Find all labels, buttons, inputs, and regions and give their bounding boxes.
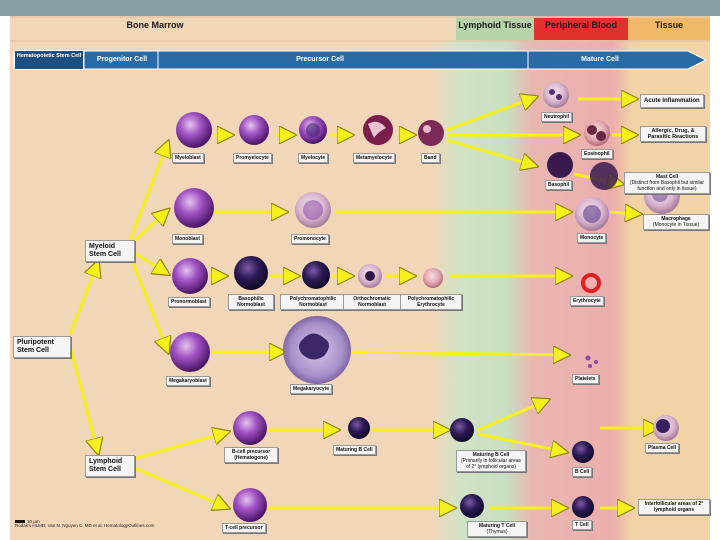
zone-bone-marrow: Bone Marrow bbox=[126, 20, 184, 30]
zone-lymphoid-tissue: Lymphoid Tissue bbox=[458, 20, 532, 30]
label-megakaryocyte: Megakaryocyte bbox=[290, 384, 333, 394]
outcome-interfollicular: Interfollicular areas of 2° lymphoid org… bbox=[638, 499, 710, 515]
label-pronormoblast: Pronormoblast bbox=[168, 297, 210, 307]
maturing-t-note: (Thymus) bbox=[486, 529, 508, 535]
label-maturing-b-cell-1: Maturing B Cell bbox=[333, 445, 376, 455]
maturing-b-note: (Primarily in follicular areas of 2° lym… bbox=[460, 458, 521, 470]
scale-bar-mark bbox=[15, 520, 25, 524]
label-basophilic-normoblast: Basophilic Normoblast bbox=[228, 294, 274, 310]
label-b-cell-precursor: B-cell precursor (Hematogone) bbox=[224, 447, 278, 463]
label-plasma-cell: Plasma Cell bbox=[645, 443, 680, 453]
label-band: Band bbox=[421, 153, 440, 163]
label-promonocyte: Promonocyte bbox=[291, 234, 329, 244]
label-promyelocyte: Promyelocyte bbox=[233, 153, 272, 163]
label-neutrophil: Neutrophil bbox=[541, 112, 572, 122]
label-t-cell-precursor: T-cell precursor bbox=[222, 523, 266, 533]
label-myelocyte: Myelocyte bbox=[298, 153, 329, 163]
label-pluripotent-stem-cell: Pluripotent Stem Cell bbox=[13, 336, 71, 358]
outcome-macrophage: Macrophage (Monocyte in Tissue) bbox=[643, 214, 709, 230]
label-monoblast: Monoblast bbox=[172, 234, 203, 244]
label-myeloblast: Myeloblast bbox=[172, 153, 204, 163]
label-monocyte: Monocyte bbox=[577, 233, 607, 243]
label-myeloid-stem-cell: Myeloid Stem Cell bbox=[85, 240, 135, 262]
credit-text: Rodak's HLMD; Van N. Nguyen C. MD et al.… bbox=[15, 523, 155, 528]
label-basophil: Basophil bbox=[545, 180, 573, 190]
label-polychromatophilic-normoblast: Polychromatophilic Normoblast bbox=[280, 294, 346, 310]
scale-label: 10 µm bbox=[27, 519, 40, 524]
label-platelets: Platelets bbox=[572, 374, 599, 384]
macrophage-title: Macrophage bbox=[661, 216, 691, 222]
label-orthochromatic-normoblast: Orthochromatic Normoblast bbox=[343, 294, 401, 310]
label-polychromatophilic-erythrocyte: Polychromatophilic Erythrocyte bbox=[400, 294, 462, 310]
outcome-allergic-reactions: Allergic, Drug, & Parasitic Reactions bbox=[640, 126, 706, 142]
zone-tissue: Tissue bbox=[654, 20, 684, 30]
stage-precursor: Precursor Cell bbox=[296, 56, 344, 63]
maturing-b-title: Maturing B Cell bbox=[472, 452, 510, 458]
label-maturing-b-cell-2: Maturing B Cell (Primarily in follicular… bbox=[456, 450, 526, 472]
stage-mature: Mature Cell bbox=[581, 56, 619, 63]
mast-cell-note: (Distinct from Basophil but similar func… bbox=[629, 180, 705, 192]
label-metamyelocyte: Metamyelocyte bbox=[353, 153, 395, 163]
top-bar bbox=[0, 0, 720, 16]
label-eosinophil: Eosinophil bbox=[581, 149, 613, 159]
zone-peripheral-blood: Peripheral Blood bbox=[544, 20, 617, 30]
label-maturing-t-cell: Maturing T Cell (Thymus) bbox=[467, 521, 527, 537]
label-t-cell: T Cell bbox=[572, 520, 592, 530]
pathway-arrows bbox=[68, 97, 658, 508]
label-erythrocyte: Erythrocyte bbox=[570, 296, 604, 306]
maturing-t-title: Maturing T Cell bbox=[478, 523, 516, 529]
macrophage-note: (Monocyte in Tissue) bbox=[652, 222, 700, 228]
scale-bar: 10 µm bbox=[15, 519, 40, 524]
outcome-mast-cell: Mast Cell (Distinct from Basophil but si… bbox=[624, 172, 710, 194]
cell-images bbox=[170, 82, 680, 522]
outcome-acute-inflammation: Acute Inflammation bbox=[640, 94, 704, 108]
stage-progenitor: Progenitor Cell bbox=[96, 56, 148, 63]
label-lymphoid-stem-cell: Lymphoid Stem Cell bbox=[85, 455, 135, 477]
label-megakaryoblast: Megakaryoblast bbox=[166, 376, 210, 386]
mast-cell-title: Mast Cell bbox=[656, 174, 678, 180]
label-b-cell: B Cell bbox=[572, 467, 593, 477]
stage-hematopoietic: Hematopoietic Stem Cell bbox=[14, 50, 84, 70]
